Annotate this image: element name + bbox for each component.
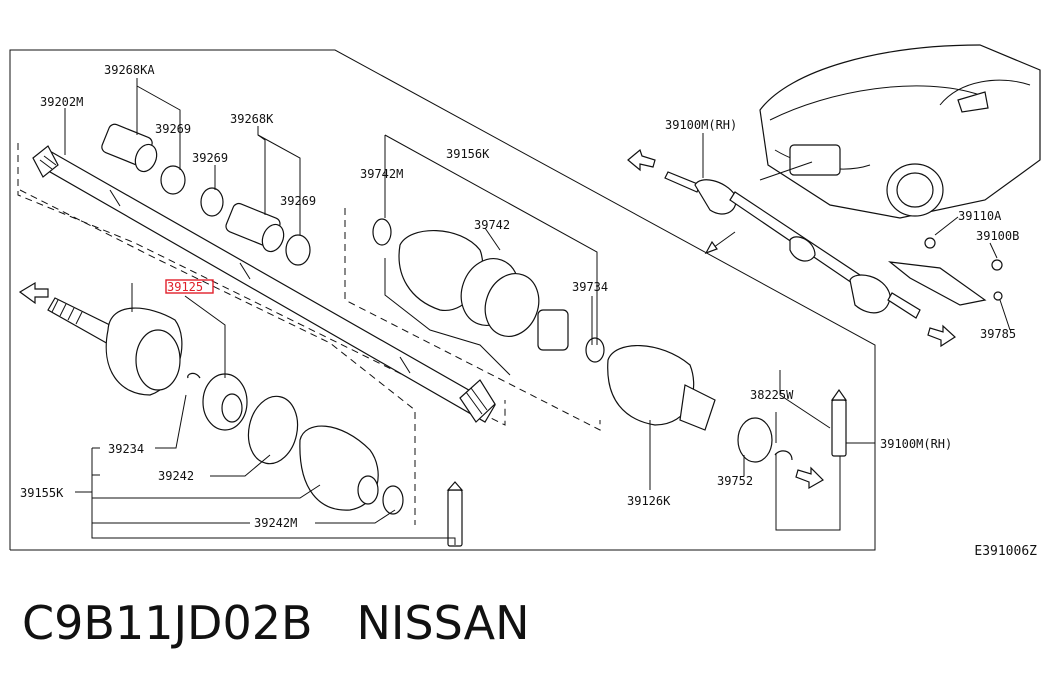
part-label-39242M: 39242M bbox=[254, 516, 297, 530]
diagram-frame bbox=[9, 49, 876, 551]
clamp-ring-icon bbox=[160, 165, 186, 195]
diagram-code: E391006Z bbox=[974, 544, 1037, 559]
dust-boot-39268KA bbox=[101, 123, 158, 173]
part-label-39234: 39234 bbox=[108, 442, 144, 456]
part-label-39125-highlight bbox=[165, 279, 214, 294]
part-label-39156K: 39156K bbox=[446, 147, 490, 161]
part-label-39269-c: 39269 bbox=[280, 194, 316, 208]
part-label-39242: 39242 bbox=[158, 469, 194, 483]
clamp-ring-icon bbox=[200, 187, 224, 217]
part-label-39268KA: 39268KA bbox=[104, 63, 155, 77]
caption: C9B11JD02B NISSAN bbox=[22, 596, 530, 650]
part-label-39125: 39125 bbox=[167, 280, 203, 294]
clamp-ring-icon bbox=[285, 234, 311, 266]
part-label-39742M: 39742M bbox=[360, 167, 403, 181]
inner-joint-dashed-outline bbox=[19, 189, 416, 525]
inboard-joint-assembly bbox=[372, 218, 848, 463]
part-label-39155K: 39155K bbox=[20, 486, 64, 500]
complete-driveshaft-39100M bbox=[664, 171, 921, 319]
part-label-39100M-right: 39100M(RH) bbox=[880, 437, 952, 451]
part-label-39742: 39742 bbox=[474, 218, 510, 232]
intermediate-shaft bbox=[32, 145, 496, 423]
part-label-39734: 39734 bbox=[572, 280, 608, 294]
dust-boot-39268K bbox=[225, 202, 285, 253]
part-label-39126K: 39126K bbox=[627, 494, 671, 508]
part-number: C9B11JD02B bbox=[22, 596, 313, 650]
part-label-39269-b: 39269 bbox=[192, 151, 228, 165]
brand-name: NISSAN bbox=[356, 596, 530, 650]
part-label-39268K: 39268K bbox=[230, 112, 274, 126]
vehicle-illustration bbox=[759, 44, 1041, 219]
part-label-39100M-top: 39100M(RH) bbox=[665, 118, 737, 132]
bracket-assembly bbox=[887, 237, 1003, 306]
part-label-39269-a: 39269 bbox=[155, 122, 191, 136]
leader-lines bbox=[64, 78, 1011, 545]
part-label-39100B: 39100B bbox=[976, 229, 1019, 243]
part-label-39202M: 39202M bbox=[40, 95, 83, 109]
part-label-39110A: 39110A bbox=[958, 209, 1002, 223]
driveshaft-parts-diagram: 39268KA 39202M 39269 39268K 39269 39269 … bbox=[9, 44, 1041, 551]
part-label-39785: 39785 bbox=[980, 327, 1016, 341]
part-label-38225W: 38225W bbox=[750, 388, 794, 402]
part-label-39752: 39752 bbox=[717, 474, 753, 488]
direction-arrows bbox=[18, 148, 956, 490]
outboard-joint-assembly bbox=[47, 297, 464, 547]
